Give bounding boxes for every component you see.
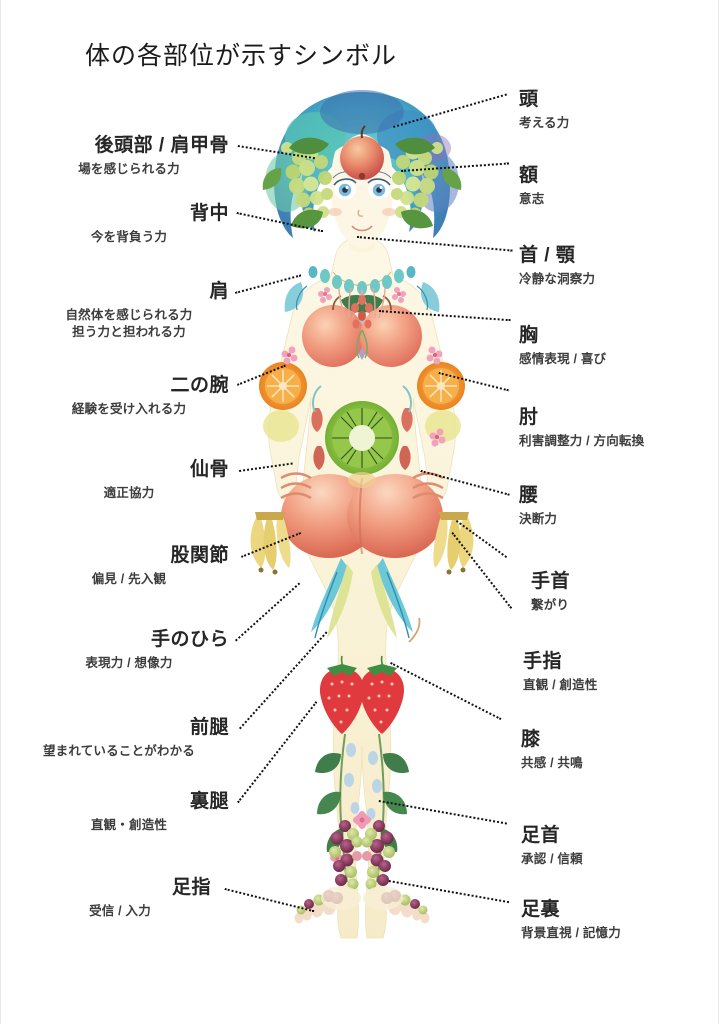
- label-head: 手のひら: [150, 629, 229, 650]
- label-head: 足首: [521, 825, 561, 846]
- label-sub: 受信 / 入力: [89, 903, 151, 918]
- label-sub: 自然体を感じられる力: [65, 307, 193, 322]
- sacrum-chevrons: [280, 472, 444, 500]
- label-head: 仙骨: [189, 459, 229, 480]
- kiwi-navel: [325, 401, 399, 475]
- label-koutoubu-kenkoukotsu: 後頭部 / 肩甲骨 場を感じられる力: [29, 134, 229, 178]
- label-head: 手首: [531, 571, 571, 592]
- label-head: 足指: [171, 877, 211, 898]
- label-ashiyubi: 足指 受信 / 入力: [29, 876, 211, 920]
- label-senaka: 背中 今を背負う力: [29, 202, 229, 246]
- fruit-woman-illustration: [237, 86, 487, 956]
- label-ashikubi: 足首 承認 / 信頼: [521, 824, 583, 868]
- label-head: 首 / 顎: [519, 245, 576, 266]
- label-sub: 決断力: [519, 511, 558, 526]
- label-sub: 背景直視 / 記憶力: [521, 925, 621, 940]
- label-sub: 直観・創造性: [90, 817, 168, 832]
- label-kokansetsu: 股関節 偏見 / 先入観: [29, 544, 229, 588]
- label-head: 前腿: [189, 717, 229, 738]
- label-uramomo: 裏腿 直観・創造性: [29, 790, 229, 834]
- label-sub: 担う力と担われる力: [72, 324, 186, 339]
- label-sub: 場を感じられる力: [78, 161, 180, 176]
- belly-side-motifs: [311, 385, 413, 470]
- label-head: 頭: [519, 89, 539, 110]
- label-zenmomo: 前腿 望まれていることがわかる: [9, 716, 229, 760]
- label-sub: 考える力: [519, 115, 570, 130]
- label-tenohira: 手のひら 表現力 / 想像力: [29, 628, 229, 672]
- label-head: 二の腕: [170, 375, 229, 396]
- label-teyubi: 手指 直観 / 創造性: [523, 650, 598, 694]
- label-ninoude: 二の腕 経験を受け入れる力: [29, 374, 229, 418]
- label-sub: 承認 / 信頼: [521, 851, 583, 866]
- label-head: 肘: [519, 407, 539, 428]
- head-group: [262, 90, 462, 248]
- label-ashiura: 足裏 背景直視 / 記憶力: [521, 898, 621, 942]
- label-sub: 適正協力: [103, 485, 155, 500]
- label-kata: 肩 自然体を感じられる力 担う力と担われる力: [29, 280, 229, 340]
- label-mune: 胸 感情表現 / 喜び: [519, 324, 606, 368]
- label-sub: 冷静な洞察力: [519, 271, 596, 286]
- ankle-cluster-right: [361, 820, 395, 890]
- label-sub: 今を背負う力: [90, 229, 168, 244]
- label-head: 背中: [189, 203, 229, 224]
- eyes: [332, 171, 392, 199]
- label-head: 手指: [523, 651, 563, 672]
- ankle-cluster-left: [329, 820, 363, 890]
- label-sub: 共感 / 共鳴: [521, 755, 583, 770]
- label-head: 膝: [521, 729, 541, 750]
- label-head: 足裏: [521, 899, 561, 920]
- label-koshi: 腰 決断力: [519, 484, 557, 528]
- label-head: 額: [519, 165, 539, 186]
- label-head: 股関節: [170, 545, 229, 566]
- label-atama: 頭 考える力: [519, 88, 569, 132]
- label-sub: 利害調整力 / 方向転換: [519, 433, 645, 448]
- label-hiji: 肘 利害調整力 / 方向転換: [519, 406, 644, 450]
- page-title: 体の各部位が示すシンボル: [85, 43, 398, 70]
- thigh-feathers: [311, 558, 421, 643]
- label-head: 腰: [519, 485, 539, 506]
- banana-hands: [250, 512, 474, 575]
- label-hiza: 膝 共感 / 共鳴: [521, 728, 583, 772]
- chest-berry-spray: [351, 295, 373, 359]
- label-senkotsu: 仙骨 適正協力: [29, 458, 229, 502]
- label-head: 肩: [209, 281, 229, 302]
- leg-pink-flower: [353, 811, 371, 829]
- label-head: 胸: [519, 325, 539, 346]
- label-sub: 望まれていることがわかる: [42, 743, 196, 758]
- label-hitai: 額 意志: [519, 164, 544, 208]
- berry-ankles-and-feet: [294, 820, 430, 924]
- label-sub: 表現力 / 想像力: [85, 655, 173, 670]
- label-sub: 経験を受け入れる力: [71, 401, 187, 416]
- label-head: 後頭部 / 肩甲骨: [94, 135, 229, 156]
- label-sub: 直観 / 創造性: [523, 677, 598, 692]
- label-sub: 繋がり: [531, 597, 570, 612]
- label-sub: 意志: [519, 191, 545, 206]
- label-kubi-ago: 首 / 顎 冷静な洞察力: [519, 244, 595, 288]
- label-sub: 偏見 / 先入観: [91, 571, 167, 586]
- label-tekubi: 手首 繋がり: [531, 570, 570, 614]
- label-head: 裏腿: [189, 791, 229, 812]
- orange-slice-elbows: [259, 346, 465, 447]
- label-sub: 感情表現 / 喜び: [519, 351, 607, 366]
- apple-forehead: [340, 125, 384, 180]
- strawberry-knees: [319, 655, 405, 734]
